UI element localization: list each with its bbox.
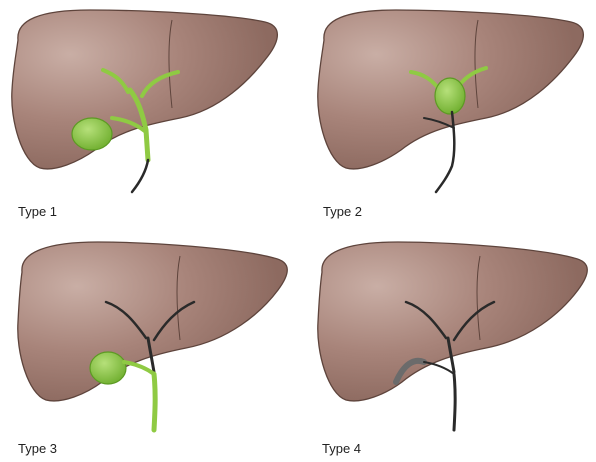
common-bile-duct bbox=[452, 372, 457, 432]
left-hepatic-duct bbox=[452, 300, 496, 342]
liver-fissure bbox=[474, 19, 479, 109]
choledochal-cyst bbox=[434, 77, 466, 115]
liver-illustration-type-4 bbox=[317, 241, 588, 432]
caption-type-2: Type 2 bbox=[323, 204, 363, 219]
liver bbox=[17, 241, 288, 402]
gallbladder bbox=[89, 351, 127, 385]
cystic-duct bbox=[110, 116, 148, 134]
common-bile-duct bbox=[434, 110, 456, 194]
right-hepatic-duct bbox=[104, 300, 148, 340]
cystic-duct bbox=[423, 117, 455, 129]
left-hepatic-duct bbox=[152, 300, 196, 342]
cystic-duct bbox=[423, 361, 455, 375]
common-hepatic-duct bbox=[146, 336, 156, 374]
caption-type-1: Type 1 bbox=[18, 204, 58, 219]
liver bbox=[317, 241, 588, 402]
panel-type-2: Type 2 bbox=[306, 0, 596, 228]
gallbladder-remnant bbox=[393, 357, 427, 385]
left-hepatic-duct bbox=[140, 70, 180, 98]
common-bile-duct bbox=[130, 158, 150, 194]
liver-fissure bbox=[476, 255, 481, 341]
panel-type-1: Type 1 bbox=[0, 0, 298, 228]
panel-type-3: Type 3 bbox=[8, 234, 306, 462]
cystic-duct bbox=[122, 360, 156, 376]
gallbladder bbox=[71, 117, 113, 151]
caption-type-3: Type 3 bbox=[18, 441, 58, 456]
liver-fissure bbox=[176, 255, 181, 341]
right-hepatic-duct bbox=[101, 68, 130, 94]
common-hepatic-duct bbox=[446, 336, 456, 374]
caption-type-4: Type 4 bbox=[322, 441, 362, 456]
panel-type-4: Type 4 bbox=[308, 234, 596, 462]
common-bile-duct bbox=[151, 371, 158, 433]
liver-illustration-type-1 bbox=[11, 9, 279, 194]
right-hepatic-duct bbox=[404, 300, 448, 340]
liver-fissure bbox=[168, 19, 173, 109]
liver-illustration-type-2 bbox=[317, 9, 585, 194]
liver-illustration-type-3 bbox=[17, 241, 288, 433]
